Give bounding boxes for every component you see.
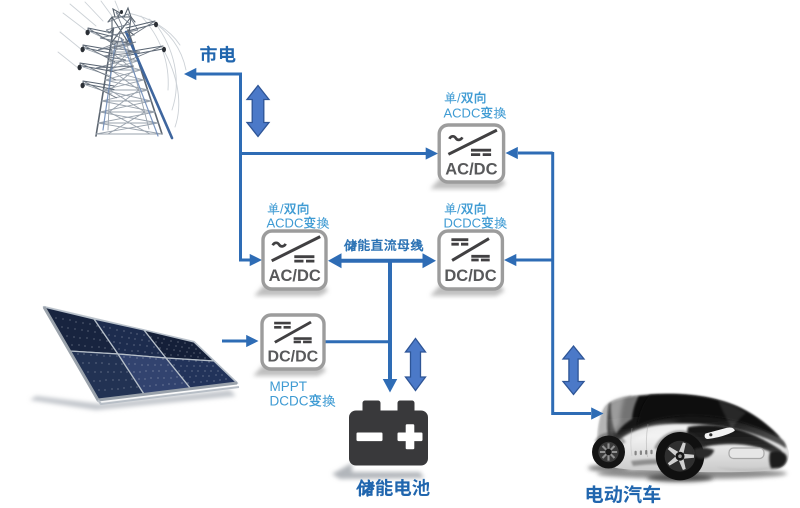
svg-text:AC/DC: AC/DC <box>269 267 321 285</box>
svg-text:/: / <box>457 202 461 217</box>
svg-text:DCDC: DCDC <box>444 216 482 231</box>
svg-text:DCDC: DCDC <box>270 394 309 409</box>
svg-text:/: / <box>280 202 284 217</box>
svg-text:MPPT: MPPT <box>270 379 308 394</box>
svg-text:AC/DC: AC/DC <box>445 161 497 179</box>
svg-text:ACDC: ACDC <box>267 216 304 231</box>
svg-text:ACDC: ACDC <box>444 106 481 121</box>
svg-text:DC/DC: DC/DC <box>268 349 319 366</box>
svg-text:/: / <box>457 91 461 106</box>
svg-text:DC/DC: DC/DC <box>444 267 496 285</box>
